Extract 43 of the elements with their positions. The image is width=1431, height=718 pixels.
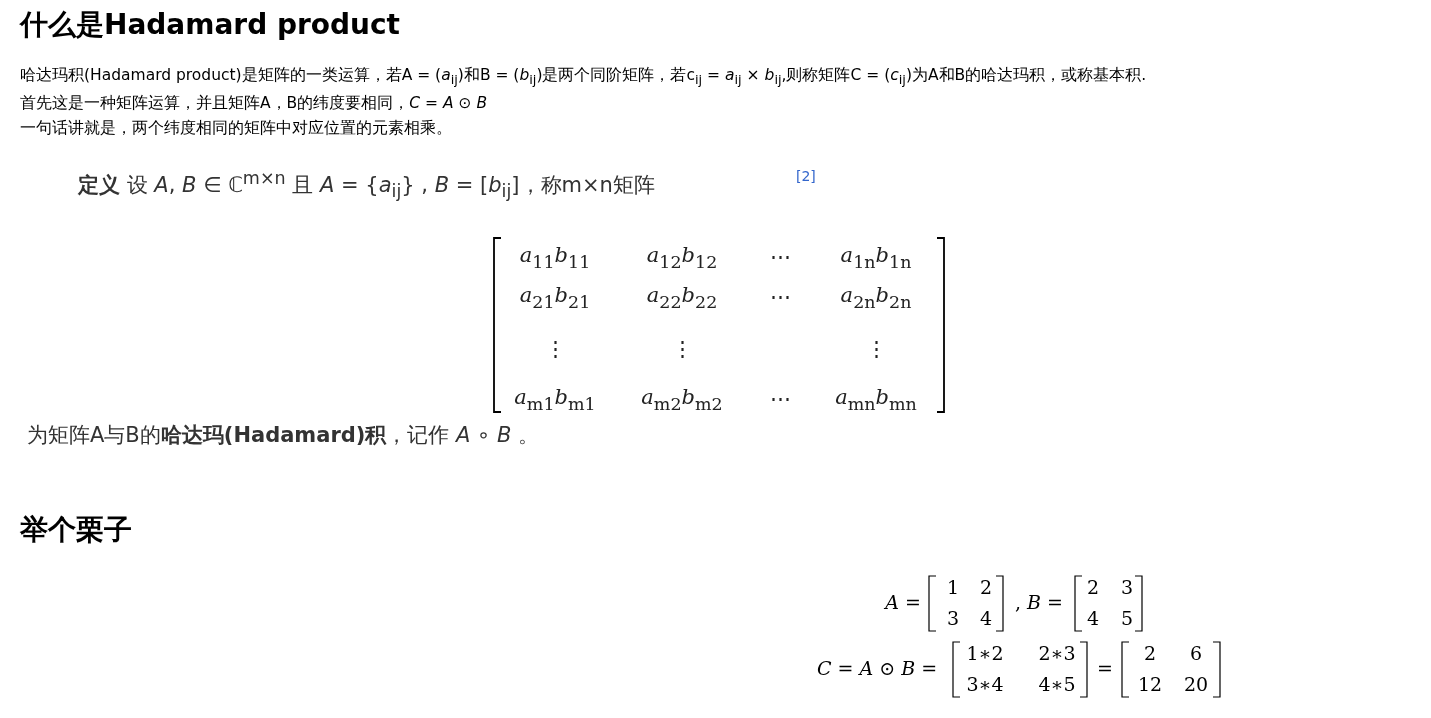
matrix-entry: 3	[1120, 575, 1134, 599]
equation-text: =	[1097, 656, 1113, 680]
matrix-entry: ⋮	[671, 337, 693, 363]
equation-text: A =	[885, 590, 921, 614]
matrix-entry: a$_{2n}$b$_{2n}$	[840, 283, 912, 313]
matrix-entry: 4∗5	[1038, 672, 1076, 696]
paragraph: 一句话讲就是，两个纬度相同的矩阵中对应位置的元素相乘。	[20, 119, 452, 138]
matrix-entry: 1	[946, 575, 960, 599]
matrix-entry: 5	[1120, 606, 1134, 630]
matrix-entry: 6	[1189, 641, 1203, 665]
section-heading: 举个栗子	[20, 513, 132, 547]
matrix-entry: 3∗4	[966, 672, 1004, 696]
page-title: 什么是Hadamard product	[20, 8, 400, 42]
matrix-entry: ⋯	[769, 245, 791, 271]
matrix-entry: a$_{11}$b$_{11}$	[519, 243, 591, 273]
equation-text: C = A ⊙ B =	[816, 656, 938, 680]
matrix-entry: ⋯	[769, 285, 791, 311]
matrix-entry: a$_{12}$b$_{12}$	[646, 243, 718, 273]
matrix-entry: 2	[979, 575, 993, 599]
citation-link: [2]	[796, 168, 816, 185]
matrix-entry: 4	[979, 606, 993, 630]
matrix-entry: a$_{m1}$b$_{m1}$	[514, 385, 596, 415]
paragraph: 首先这是一种矩阵运算，并且矩阵A，B的纬度要相同，C = A ⊙ B	[20, 94, 487, 113]
matrix-entry: 3	[946, 606, 960, 630]
definition-text: 定义 设 A, B ∈ ℂ$^{m×n}$ 且 A = {a$_{ij}$} , B = [b$_{ij}$]，称m×n矩阵	[78, 168, 655, 203]
matrix-entry: a$_{22}$b$_{22}$	[646, 283, 718, 313]
matrix-entry: ⋯	[769, 387, 791, 413]
matrix-entry: ⋮	[544, 337, 566, 363]
matrix-entry: a$_{mn}$b$_{mn}$	[835, 385, 917, 415]
definition-text: 为矩阵A与B的哈达玛(Hadamard)积，记作 A ∘ B 。	[27, 423, 540, 449]
matrix-entry: 12	[1137, 672, 1163, 696]
matrix-entry: 2	[1143, 641, 1157, 665]
paragraph: 哈达玛积(Hadamard product)是矩阵的一类运算，若A = (a$_{ij}$)和B = (b$_{ij}$)是两个同阶矩阵，若c$_{ij}$ = a$_{ij}$ × b$_{ij}$,则称矩阵C = (c$_{ij}$)为A和B的哈达玛积，或称基本积.	[20, 66, 1147, 88]
matrix-entry: ⋮	[865, 337, 887, 363]
matrix-entry: 2∗3	[1038, 641, 1076, 665]
equation-text: , B =	[1015, 590, 1063, 614]
matrix-entry: a$_{m2}$b$_{m2}$	[641, 385, 723, 415]
matrix-entry: 2	[1086, 575, 1100, 599]
matrix-entry: 4	[1086, 606, 1100, 630]
matrix-entry: 1∗2	[966, 641, 1004, 665]
matrix-entry: 20	[1183, 672, 1209, 696]
matrix-entry: a$_{21}$b$_{21}$	[519, 283, 591, 313]
matrix-entry: a$_{1n}$b$_{1n}$	[840, 243, 912, 273]
